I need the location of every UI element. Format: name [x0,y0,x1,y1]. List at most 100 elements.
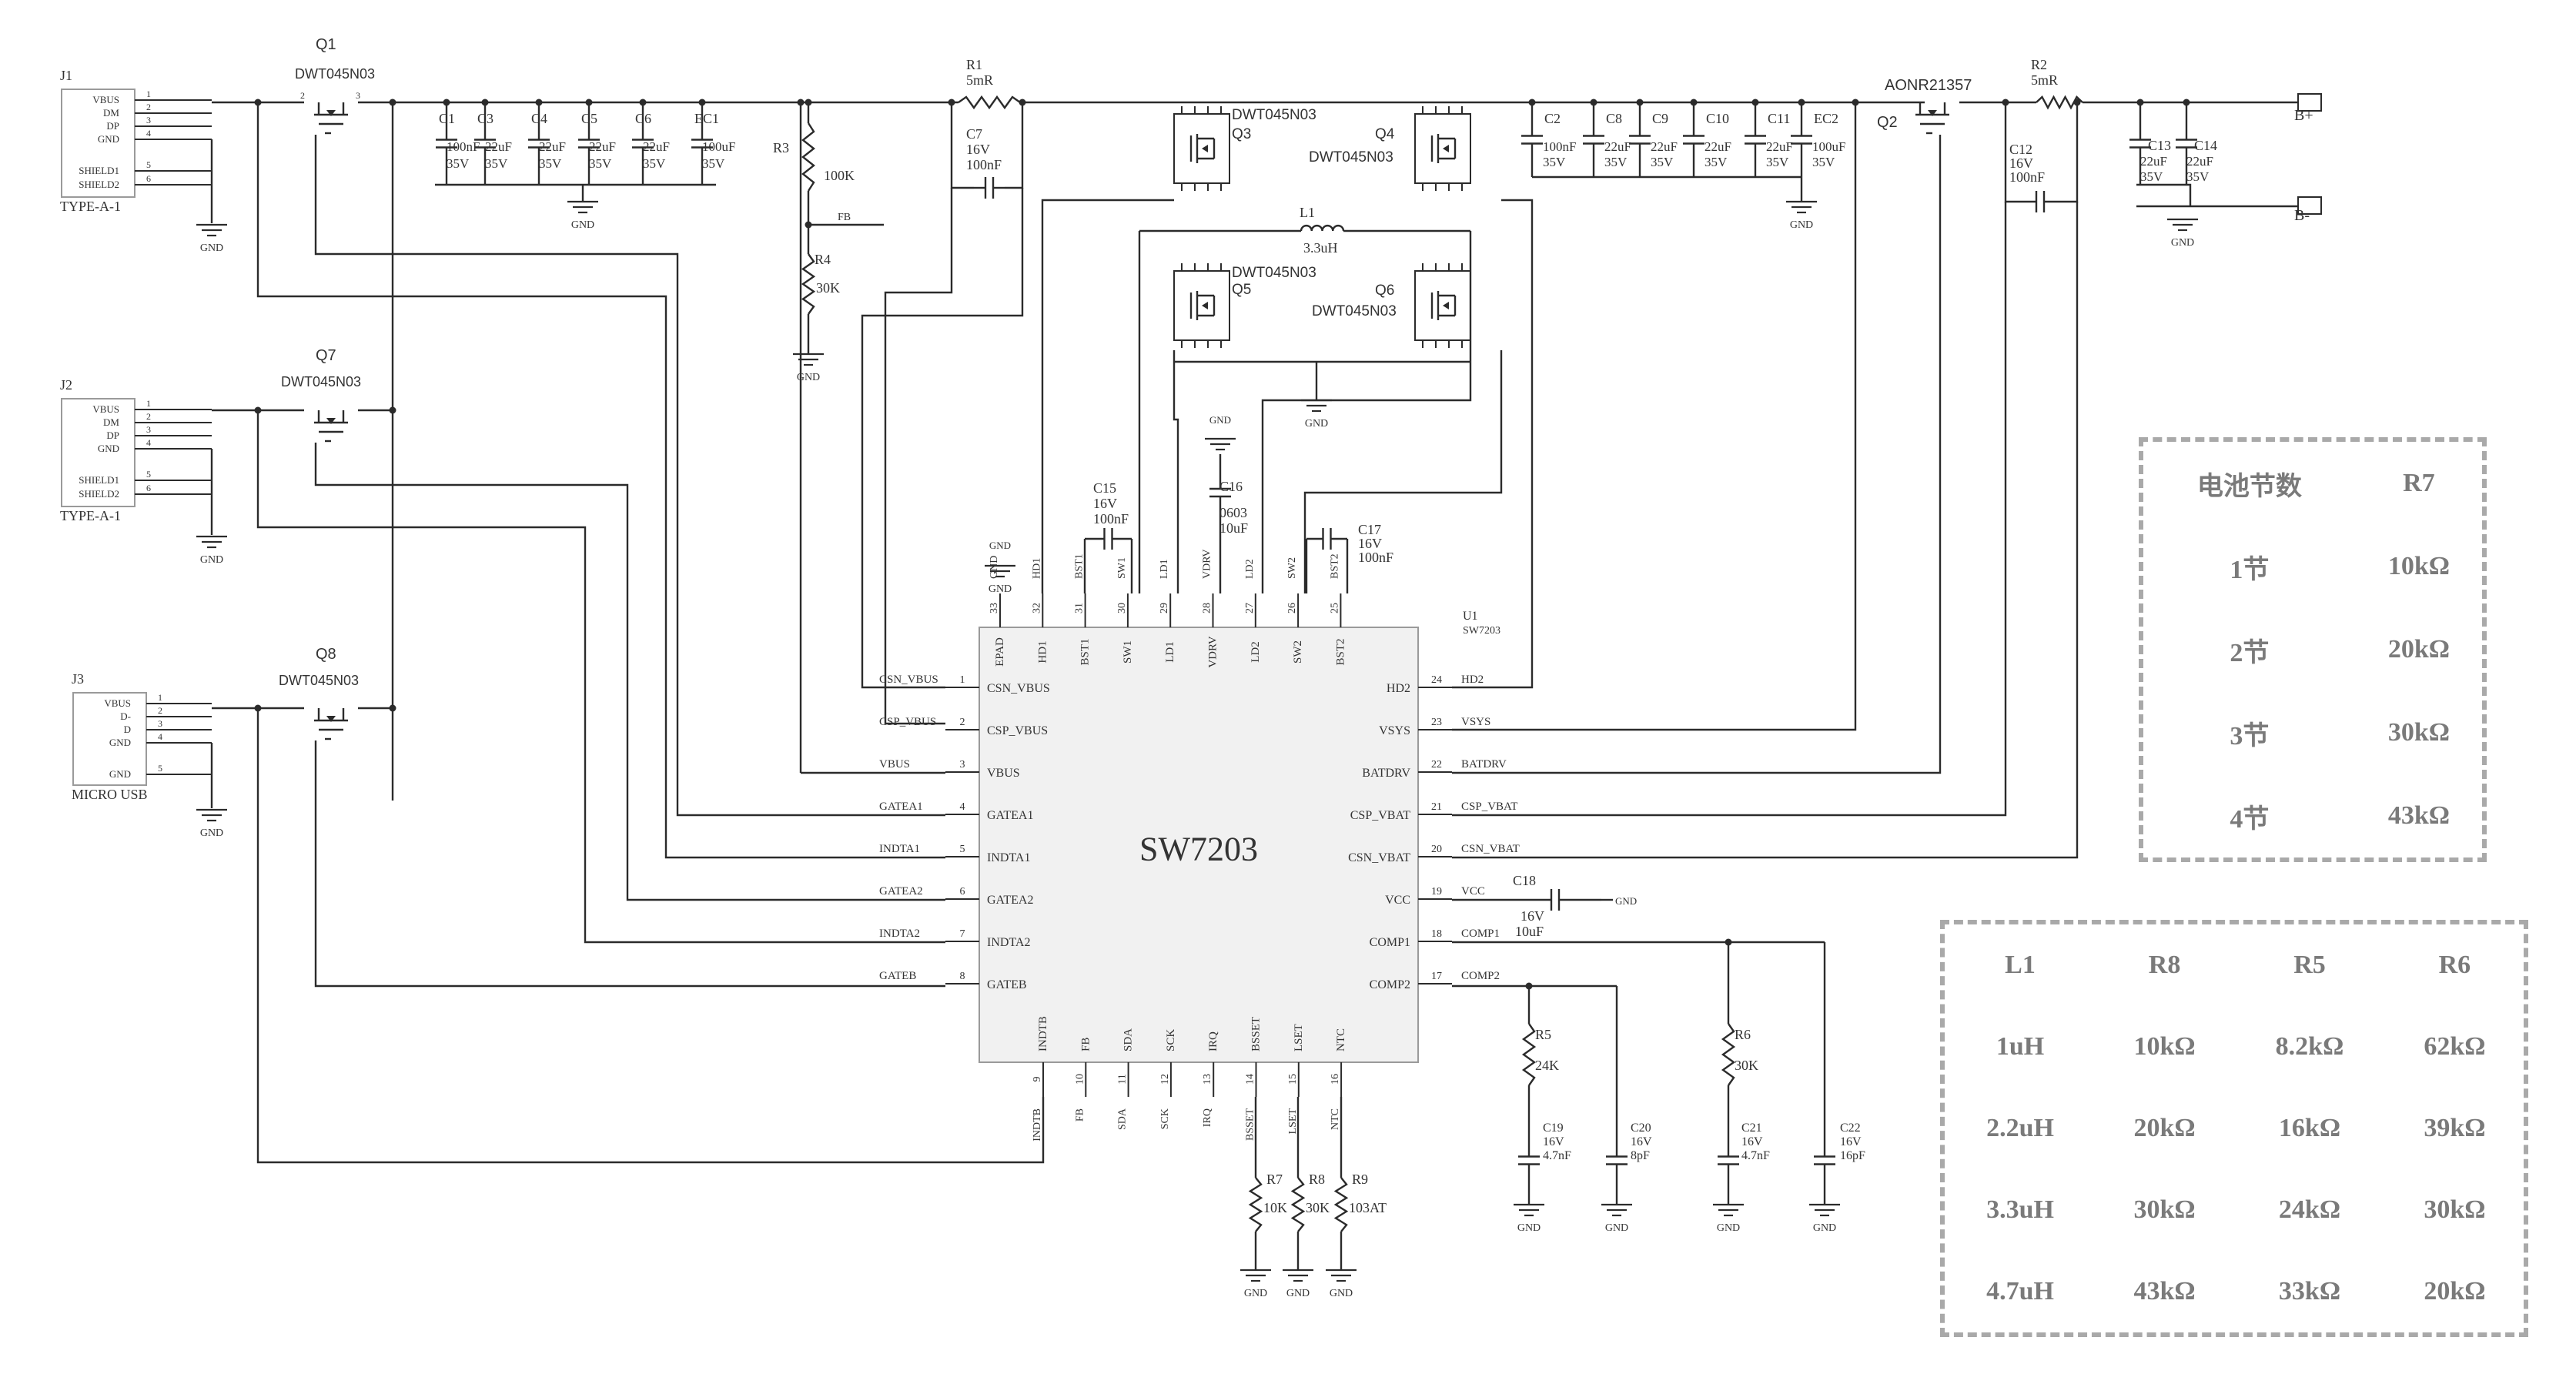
junction-dot [1852,99,1859,106]
cap-value: 22uF [1766,139,1793,154]
cap-value: 16V [1521,908,1544,924]
mosfet-ref: Q8 [316,646,336,663]
pin-number: 9 [1032,1077,1043,1082]
net-label: HD1 [1031,558,1042,579]
pin-name: SW2 [1292,640,1304,664]
resistor-ref: R2 [2031,57,2047,72]
r4-resistor [801,253,816,315]
resistor-ref: R1 [966,57,982,72]
cap-ref: C14 [2194,138,2217,153]
connector-pin-name: DP [106,120,119,132]
input-capacitor [436,102,457,185]
ground-label: GND [1717,1222,1740,1234]
pin-number: 5 [960,844,965,855]
pin-number: 28 [1202,603,1213,613]
pin-name: VDRV [1207,636,1219,667]
pin-number: 1 [960,674,965,686]
ground-symbol [196,535,227,549]
mosfet-ref: Q7 [316,347,336,364]
junction-dot [389,406,396,414]
q8-symbol [314,708,348,740]
net-label: LD1 [1159,559,1170,579]
csp-vbus-wire [884,188,953,725]
pin-name: LD2 [1250,641,1262,663]
table2-cell: 8.2kΩ [2275,1032,2344,1061]
connector-pin-number: 2 [146,411,151,422]
net-label: NTC [1330,1108,1341,1130]
mosfet-part: DWT045N03 [1232,265,1316,281]
cap-voltage: 35V [643,156,666,171]
ground-symbol [1809,1203,1840,1217]
ground-label: GND [1790,219,1813,231]
connector-pin-name: DP [106,430,119,441]
net-label: HD2 [1461,674,1484,686]
battery-capacitor [2129,102,2151,185]
cap-value: 35V [1812,155,1835,169]
inductor-ref: L1 [1300,205,1315,220]
connector-pin-name: VBUS [92,403,119,415]
r2-resistor [2036,95,2083,110]
ground-label: GND [989,540,1011,551]
cap-value: 100uF [702,139,735,154]
cap-ref: C22 [1840,1122,1861,1135]
bottom-resistor [1248,1177,1263,1232]
pin-number: 32 [1031,603,1042,613]
connector-pin-number: 4 [146,128,151,139]
pin-number: 6 [960,886,965,898]
cap-voltage: 35V [702,156,725,171]
net-label: BST1 [1074,553,1086,579]
connector-pin-number: 5 [158,763,162,774]
cap-ref: C12 [2009,142,2032,157]
net-label: LSET [1287,1108,1299,1135]
pin-number: 19 [1431,886,1442,898]
vsys-chip-wire [1452,102,1857,731]
c20-capacitor [1606,1116,1628,1205]
connector-pin-name: SHIELD2 [79,488,119,500]
table2-cell: 16kΩ [2278,1114,2341,1142]
connector-pin-name: GND [109,737,131,748]
cap-ref: C6 [635,111,651,126]
ground-symbol [1240,1269,1271,1282]
mosfet-arrow [1443,145,1449,152]
pin-number: 21 [1431,801,1442,813]
cap-ref: C19 [1543,1122,1564,1135]
pin-number: 31 [1074,603,1086,613]
pin-number: 3 [960,759,965,771]
cap-ref: EC2 [1814,111,1838,126]
pin-name: INDTA1 [987,851,1030,864]
c7-capacitor [974,177,1005,199]
table2-cell: 1uH [1996,1032,2045,1061]
ground-symbol [2167,218,2198,232]
csp-vbat-wire [1452,202,2007,817]
r6-resistor [1721,1023,1736,1086]
cap-ref: C18 [1513,873,1536,888]
pin-number: 33 [989,603,1000,613]
table2-cell: 39kΩ [2424,1114,2486,1142]
connector-pin-name: SHIELD1 [79,474,119,486]
pin-number: 8 [960,971,965,982]
mosfet-part: DWT045N03 [295,66,375,82]
table1-cell: 43kΩ [2387,801,2450,830]
pin-number: 16 [1330,1074,1341,1085]
battery-minus-label: B- [2294,207,2310,224]
resistor-ref: R8 [1309,1172,1325,1187]
cap-value: 22uF [643,139,670,154]
c12-capacitor [2021,191,2059,212]
cap-value: 4.7nF [1741,1149,1770,1162]
cap-ref: C15 [1093,480,1116,496]
pin-name: INDTB [1037,1016,1049,1051]
cap-value: 22uF [2140,154,2167,169]
chip-body [979,627,1419,1063]
table1-cell: 20kΩ [2387,635,2450,664]
ld1-wire [1173,350,1179,593]
c17-capacitor [1306,528,1347,550]
ground-symbol [1205,437,1236,451]
q6-mosfet [1414,263,1471,348]
pin-number: 25 [1329,603,1340,613]
cap-voltage: 35V [447,156,470,171]
ground-label: GND [1305,418,1328,430]
connector-pin-number: 3 [146,424,151,435]
wires-layer [210,99,2298,1270]
mosfet-arrow [326,716,336,722]
pin-number: 2 [960,717,965,728]
